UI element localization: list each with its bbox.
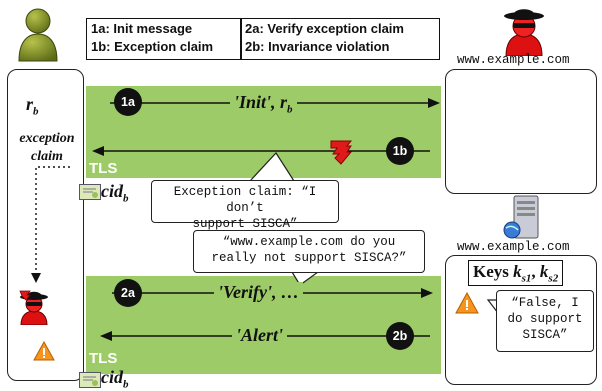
step-1a-badge: 1a [114,88,142,116]
arrow-head-verify [421,288,433,298]
cid-label-1: cidb [101,181,129,205]
server-box-top [445,69,597,194]
server-icon [503,195,539,239]
legend-2a: 2a: Verify exception claim [245,21,404,36]
server-label-bottom: www.example.com [457,240,570,254]
server-reply-callout: “False, I do support SISCA” [496,290,594,352]
tls-label-2: TLS [89,350,118,367]
legend-1b: 1b: Exception claim [91,39,214,54]
user-avatar-icon [18,8,58,62]
legend: 1a: Init message 1b: Exception claim 2a:… [86,18,440,60]
dotted-arrow-head [31,273,41,283]
certificate-icon [79,184,101,200]
step-2a-badge: 2a [114,279,142,307]
exception-claim-callout: Exception claim: “I don’t support SISCA” [151,180,339,231]
callout-pointer [249,152,295,182]
arrow-head-init [428,98,440,108]
legend-1a: 1a: Init message [91,21,193,36]
warning-icon [455,292,479,314]
step-2b-badge: 2b [386,322,414,350]
verify-question-callout: “www.example.com do you really not suppo… [193,230,425,273]
client-box [7,69,84,381]
server-label-top: www.example.com [457,53,570,67]
server-keys: Keys ks1, ks2 [468,260,564,287]
tls-label-1: TLS [89,160,118,177]
legend-divider [240,19,242,59]
verify-message-label: 'Verify', … [214,282,303,303]
client-rb: rb [26,94,39,118]
cid-label-2: cidb [101,367,129,391]
init-message-label: 'Init', rb [230,92,297,116]
arrow-head-alert [100,331,112,341]
alert-message-label: 'Alert' [232,325,288,346]
stamp-icon [330,140,353,165]
step-1b-badge: 1b [386,137,414,165]
certificate-icon [79,372,101,388]
arrow-head-exception [92,146,104,156]
warning-icon [33,341,55,361]
exception-claim-label: exception claim [19,131,75,164]
legend-2b: 2b: Invariance violation [245,39,390,54]
spy-icon [504,9,544,56]
spy-icon [19,290,48,325]
dotted-connector [35,166,70,276]
